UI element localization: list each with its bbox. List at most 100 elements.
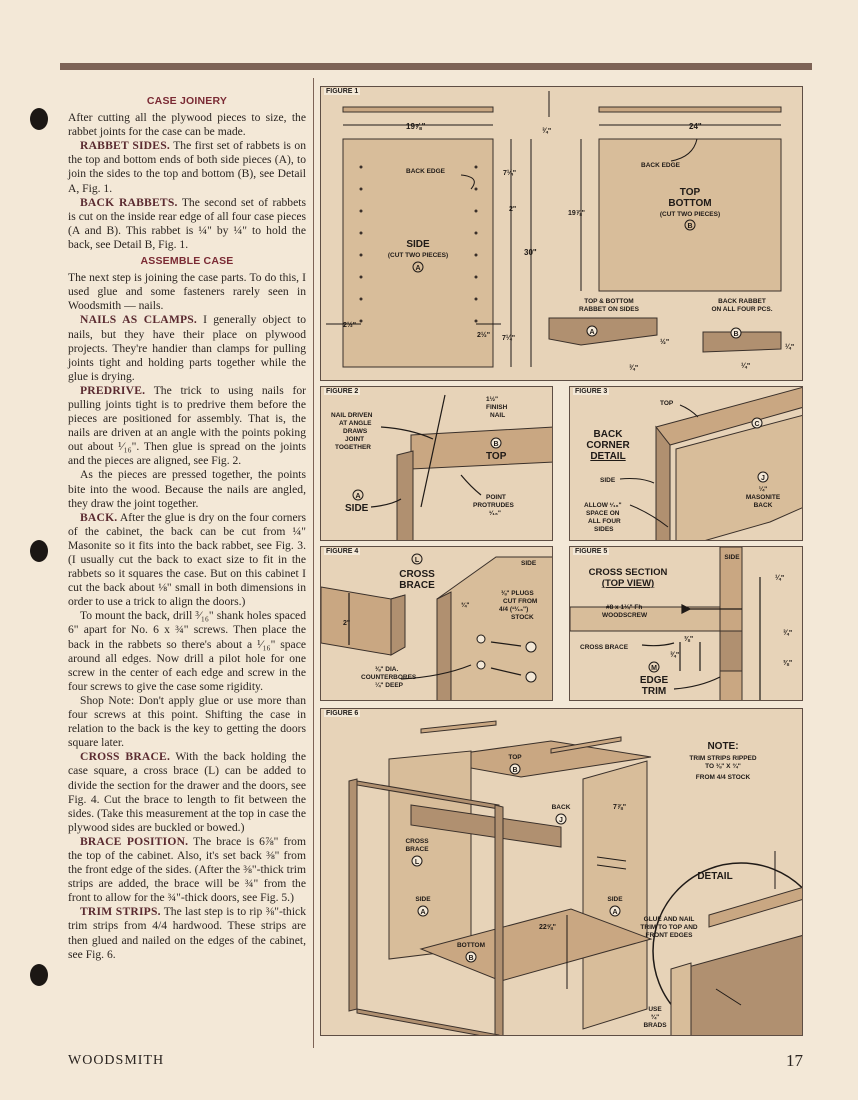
fig5-d3: ¾" [670, 651, 679, 659]
run-in-heading: RABBET SIDES. [80, 139, 170, 153]
figure-3: TOP BACK CORNER DETAIL SIDE ALLOW ¹⁄₁₆" … [569, 386, 803, 541]
figure-5: CROSS SECTION (TOP VIEW) SIDE #8 x 1¼" F… [569, 546, 803, 701]
side-title: SIDE [406, 239, 430, 250]
fig5-cross: CROSS BRACE [580, 644, 629, 651]
point-3: ¹⁄₁₆" [489, 510, 501, 517]
run-in-heading: BRACE POSITION. [80, 834, 189, 848]
binder-hole [30, 964, 48, 986]
nail-note-5: TOGETHER [335, 444, 371, 451]
masonite-1: ¼" [759, 485, 768, 493]
run-in-heading: TRIM STRIPS. [80, 905, 161, 919]
allow-1: ALLOW ¹⁄₁₆" [584, 502, 622, 509]
plug-4: STOCK [511, 614, 534, 621]
back-edge-top: BACK EDGE [641, 162, 681, 169]
fig5-side: SIDE [724, 554, 740, 561]
fig4-letter: L [415, 557, 420, 564]
binder-hole [30, 108, 48, 130]
fig5-title-1: CROSS SECTION [589, 567, 668, 578]
detail-b-dim-1: ¼" [785, 343, 794, 351]
dim-7q-top: 7¼" [503, 169, 516, 177]
fig3-title-1: BACK [594, 429, 624, 440]
paragraph: After cutting all the plywood pieces to … [68, 111, 306, 139]
fig6-detail: DETAIL [697, 871, 732, 882]
finish-2: FINISH [486, 404, 508, 411]
fig6-top: TOP [508, 754, 522, 761]
fig6-side-right-letter: A [612, 909, 617, 916]
nail-note-3: DRAWS [343, 428, 368, 435]
fig6-note-3: TO ⅜" X ¾" [705, 762, 741, 770]
cb-3: ¼" DEEP [375, 681, 404, 689]
fig3-side: SIDE [600, 477, 616, 484]
paragraph-text: The second set of rabbets is cut on the … [68, 195, 306, 251]
top-title: TOP [680, 187, 701, 198]
detail-a-title-1: TOP & BOTTOM [584, 298, 633, 305]
screw-2: WOODSCREW [602, 612, 648, 619]
dim-19-top: 19⅞" [568, 210, 585, 217]
finish-3: NAIL [490, 412, 505, 419]
figure-6-drawing: NOTE: TRIM STRIPS RIPPED TO ⅜" X ¾" FROM… [348, 720, 802, 1035]
figure-3-drawing: TOP BACK CORNER DETAIL SIDE ALLOW ¹⁄₁₆" … [584, 387, 802, 540]
nail-note-2: AT ANGLE [339, 420, 372, 427]
top-rule [60, 63, 812, 70]
dim-thickness: ¾" [542, 127, 551, 135]
figure-1-drawing: 19⅞" 24" ¾" 7¼" 2" 30" 7¼" 19⅞" 2½" 2½" … [326, 91, 794, 372]
figure-2-label: FIGURE 2 [324, 388, 361, 395]
run-in-heading: PREDRIVE. [80, 383, 146, 397]
fig6-top-letter: B [512, 767, 517, 774]
fig3-title-3: DETAIL [590, 451, 625, 462]
paragraph: BACK RABBETS. The second set of rabbets … [68, 196, 306, 252]
use-3: BRADS [643, 1022, 667, 1029]
paragraph: BRACE POSITION. The brace is 6⅞" from th… [68, 835, 306, 905]
figure-2-drawing: NAIL DRIVEN AT ANGLE DRAWS JOINT TOGETHE… [331, 394, 552, 540]
fig2-side: SIDE [345, 503, 369, 514]
fig6-cross-letter: L [415, 859, 420, 866]
paragraph: The next step is joining the case parts.… [68, 271, 306, 313]
paragraph-text: I generally object to nails, but they ha… [68, 313, 306, 383]
paragraph: To mount the back, drill ³⁄₁₆" shank hol… [68, 609, 306, 693]
paragraph: TRIM STRIPS. The last step is to rip ⅜"-… [68, 905, 306, 961]
figure-4: L CROSS BRACE 2" SIDE ⅜" PLUGS CUT FROM … [320, 546, 553, 701]
fig5-letter: M [651, 665, 657, 672]
allow-4: SIDES [594, 526, 614, 533]
dim-30: 30" [524, 248, 537, 257]
nail-note-4: JOINT [345, 436, 364, 443]
finish-1: 1½" [486, 395, 498, 403]
fig6-side-left-letter: A [420, 909, 425, 916]
paragraph: NAILS AS CLAMPS. I generally object to n… [68, 313, 306, 383]
fig6-note-1: NOTE: [707, 741, 738, 752]
paragraph-text: After the glue is dry on the four corner… [68, 510, 306, 609]
nail-note-1: NAIL DRIVEN [331, 412, 373, 419]
top-sub: (CUT TWO PIECES) [660, 211, 720, 218]
fig4-title-2: BRACE [399, 580, 435, 591]
glue-3: FRONT EDGES [646, 932, 694, 939]
masonite-3: BACK [754, 502, 773, 509]
fig5-title-2: (TOP VIEW) [602, 578, 654, 589]
fig3-letter-c: C [754, 421, 759, 428]
point-1: POINT [486, 494, 506, 501]
plug-1: ⅜" PLUGS [501, 590, 534, 597]
fig4-dim-34: ¾" [461, 601, 470, 609]
top-letter: B [687, 223, 692, 230]
side-letter: A [415, 265, 420, 272]
fig2-top-letter: B [493, 441, 498, 448]
fig6-cross-1: CROSS [405, 838, 429, 845]
plug-3: 4/4 (¹³⁄₁₆") [499, 606, 528, 613]
fig6-back-letter: J [559, 817, 563, 824]
dim-2h-right: 2½" [477, 331, 490, 339]
fig5-d1: ¼" [775, 574, 784, 582]
detail-a-letter: A [589, 329, 594, 336]
fig6-back: BACK [552, 804, 571, 811]
plug-2: CUT FROM [503, 598, 537, 605]
dim-2: 2" [509, 206, 516, 213]
fig6-dim-78: 7⅞" [613, 804, 626, 811]
detail-b-title-2: ON ALL FOUR PCS. [711, 306, 772, 313]
edge-1: EDGE [640, 675, 669, 686]
bottom-title: BOTTOM [668, 198, 711, 209]
paragraph: RABBET SIDES. The first set of rabbets i… [68, 139, 306, 195]
fig6-note-2: TRIM STRIPS RIPPED [689, 755, 756, 762]
run-in-heading: NAILS AS CLAMPS. [80, 313, 197, 327]
paragraph-text: With the back holding the case square, a… [68, 750, 306, 834]
detail-a-dim-2: ¾" [629, 364, 638, 372]
run-in-heading: CROSS BRACE. [80, 750, 171, 764]
fig5-d5: ⅜" [783, 660, 792, 667]
